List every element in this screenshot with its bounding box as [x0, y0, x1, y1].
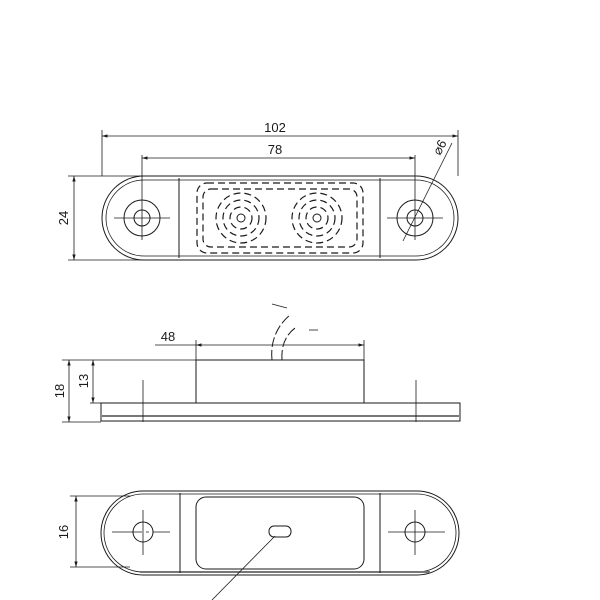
bottom-body-outline [100, 490, 460, 576]
dim-height: 24 [56, 211, 71, 225]
lens-outline-dashed [196, 182, 364, 254]
base-plate [100, 402, 461, 422]
mounting-hole-left [114, 155, 170, 240]
top-view: 102 78 24 ⌀6 [56, 120, 459, 261]
dim-width: 16 [56, 525, 71, 539]
bottom-view: 16 [56, 490, 460, 600]
dim-total-height: 18 [52, 384, 67, 398]
bottom-hole-left [112, 510, 170, 555]
bottom-body-inner-outline [103, 493, 457, 573]
lens-body [195, 359, 365, 404]
top-body-inner-outline [105, 179, 455, 257]
bottom-recess [195, 496, 365, 570]
led-right [291, 192, 343, 244]
top-body-outline [101, 175, 459, 261]
side-view: 48 18 13 [52, 303, 461, 423]
dim-body-height: 13 [76, 374, 91, 388]
cable [271, 314, 291, 361]
dim-hole-diameter: ⌀6 [429, 137, 449, 157]
dim-lens-length: 48 [161, 329, 175, 344]
dim-hole-spacing: 78 [268, 142, 282, 157]
dim-overall-length: 102 [264, 120, 286, 135]
mounting-hole-right [387, 155, 443, 240]
led-left [215, 192, 267, 244]
cable-exit-slot [268, 525, 292, 538]
bottom-hole-right [388, 510, 445, 555]
